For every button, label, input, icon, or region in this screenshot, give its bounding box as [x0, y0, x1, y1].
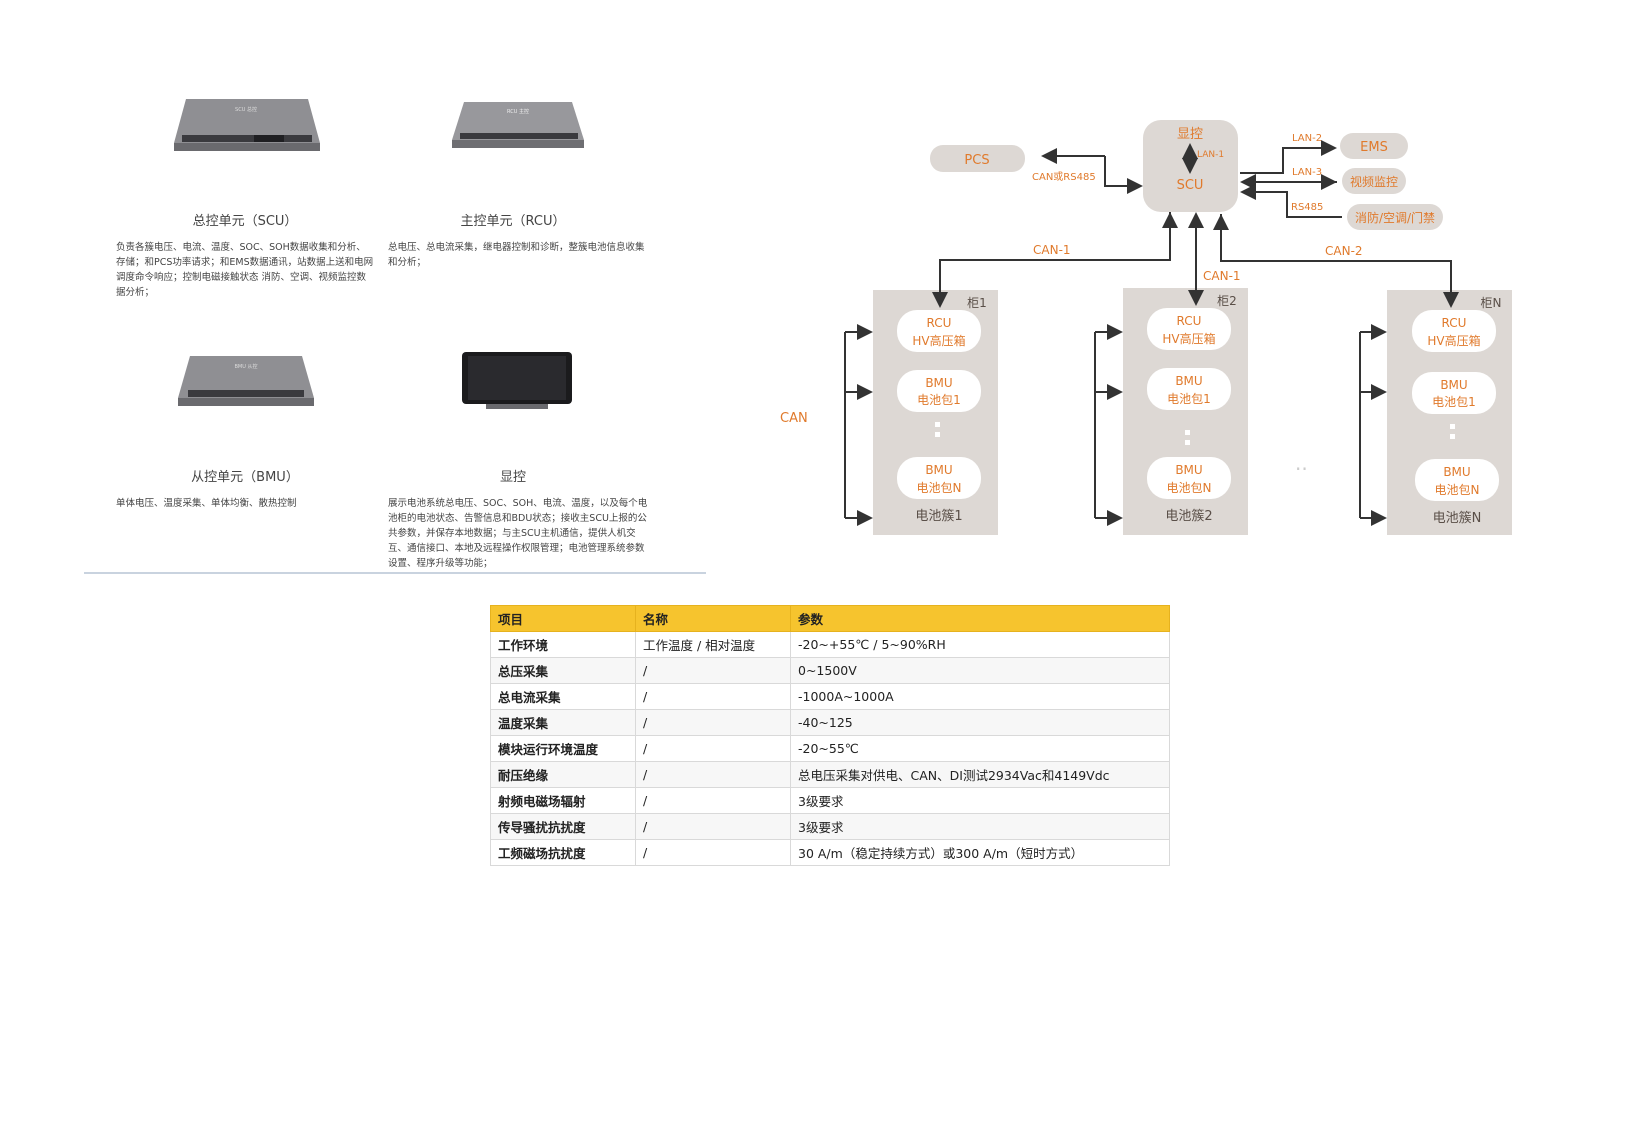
bmu-device-image: BMU 从控 [178, 356, 314, 406]
bmu-description: 单体电压、温度采集、单体均衡、散热控制 [116, 498, 297, 509]
svg-text:BMU: BMU [1175, 463, 1202, 477]
ems-label: EMS [1360, 140, 1388, 155]
display-device-image [462, 352, 572, 409]
pcs-box [930, 145, 1025, 172]
lan1-label: LAN-1 [1197, 150, 1224, 160]
header-param: 参数 [790, 605, 1170, 632]
svg-text:电池包1: 电池包1 [917, 393, 961, 407]
svg-text:SCU 总控: SCU 总控 [235, 106, 257, 113]
can-label: CAN [780, 411, 808, 426]
svg-text:BMU: BMU [1440, 378, 1467, 392]
svg-text:电池簇N: 电池簇N [1433, 511, 1482, 526]
spec-table: 项目 名称 参数 工作环境工作温度 / 相对温度-20~+55℃ / 5~90%… [490, 605, 1170, 866]
svg-text:BMU 从控: BMU 从控 [235, 363, 258, 370]
table-row: 总压采集/0~1500V [490, 657, 1170, 684]
svg-text:HV高压箱: HV高压箱 [1427, 333, 1480, 348]
svg-text:电池包1: 电池包1 [1432, 395, 1476, 409]
can-rs485-label: CAN或RS485 [1032, 171, 1096, 183]
section-divider [84, 572, 706, 574]
scu-device-image: SCU 总控 [174, 99, 320, 151]
table-row: 工频磁场抗扰度/30 A/m（稳定持续方式）或300 A/m（短时方式） [490, 839, 1170, 866]
cabinet-2: 柜2 RCU HV高压箱 BMU 电池包1 BMU 电池包N 电池簇2 [1123, 288, 1248, 535]
svg-text:RCU: RCU [1177, 314, 1202, 328]
cabinet-n: 柜N RCU HV高压箱 BMU 电池包1 BMU 电池包N 电池簇N [1387, 290, 1512, 535]
rs485-label: RS485 [1291, 202, 1323, 213]
table-row: 温度采集/-40~125 [490, 709, 1170, 736]
lan2-label: LAN-2 [1292, 133, 1322, 144]
svg-text:HV高压箱: HV高压箱 [1162, 331, 1215, 346]
can2-label: CAN-2 [1325, 244, 1363, 258]
table-row: 射频电磁场辐射/3级要求 [490, 787, 1170, 814]
video-box [1342, 168, 1406, 194]
svg-text:电池包N: 电池包N [1435, 483, 1480, 497]
svg-text:柜2: 柜2 [1217, 294, 1237, 308]
table-row: 模块运行环境温度/-20~55℃ [490, 735, 1170, 762]
rcu-device-image: RCU 主控 [452, 102, 584, 148]
rcu-description: 总电压、总电流采集，继电器控制和诊断，整簇电池信息收集和分析； [388, 242, 645, 268]
ems-box [1340, 133, 1408, 159]
system-topology-diagram: 显控 SCU LAN-1 PCS CAN或RS485 EMS LAN-2 视频监… [780, 120, 1512, 535]
table-row: 总电流采集/-1000A~1000A [490, 683, 1170, 710]
ellipsis: .. [1295, 451, 1308, 475]
svg-text:BMU: BMU [925, 376, 952, 390]
svg-text:柜N: 柜N [1481, 296, 1502, 310]
bmu-title: 从控单元（BMU） [191, 470, 299, 485]
fire-label: 消防/空调/门禁 [1355, 210, 1435, 225]
header-item: 项目 [490, 605, 636, 632]
svg-text:电池簇2: 电池簇2 [1165, 509, 1212, 524]
svg-text:BMU: BMU [925, 463, 952, 477]
svg-text:电池包N: 电池包N [1167, 481, 1212, 495]
scu-label: SCU [1177, 178, 1204, 193]
table-row: 传导骚扰抗扰度/3级要求 [490, 813, 1170, 840]
lan3-label: LAN-3 [1292, 167, 1322, 178]
display-label: 显控 [1177, 127, 1203, 142]
display-description: 展示电池系统总电压、SOC、SOH、电流、温度，以及每个电池柜的电池状态、告警信… [388, 498, 648, 569]
fire-box [1347, 204, 1443, 230]
pcs-label: PCS [964, 153, 989, 168]
scu-description: 负责各簇电压、电流、温度、SOC、SOH数据收集和分析、存储；和PCS功率请求；… [116, 242, 374, 298]
svg-text:HV高压箱: HV高压箱 [912, 333, 965, 348]
svg-text:电池包N: 电池包N [917, 481, 962, 495]
svg-text:RCU 主控: RCU 主控 [507, 108, 529, 115]
can1-left-label: CAN-1 [1033, 243, 1071, 257]
svg-text:电池包1: 电池包1 [1167, 392, 1211, 406]
svg-text:RCU: RCU [927, 316, 952, 330]
svg-text:电池簇1: 电池簇1 [915, 509, 962, 524]
header-name: 名称 [635, 605, 791, 632]
table-row: 耐压绝缘/总电压采集对供电、CAN、DI测试2934Vac和4149Vdc [490, 761, 1170, 788]
display-title: 显控 [499, 470, 526, 485]
scu-title: 总控单元（SCU） [192, 214, 298, 229]
svg-text:RCU: RCU [1442, 316, 1467, 330]
table-row: 工作环境工作温度 / 相对温度-20~+55℃ / 5~90%RH [490, 631, 1170, 658]
video-label: 视频监控 [1350, 174, 1398, 189]
rcu-title: 主控单元（RCU） [460, 214, 566, 229]
cabinet-1: 柜1 RCU HV高压箱 BMU 电池包1 BMU 电池包N 电池簇1 [873, 290, 998, 535]
table-header-row: 项目 名称 参数 [490, 605, 1170, 632]
svg-text:BMU: BMU [1443, 465, 1470, 479]
svg-text:BMU: BMU [1175, 374, 1202, 388]
can1-mid-label: CAN-1 [1203, 269, 1241, 283]
svg-text:柜1: 柜1 [967, 296, 987, 310]
